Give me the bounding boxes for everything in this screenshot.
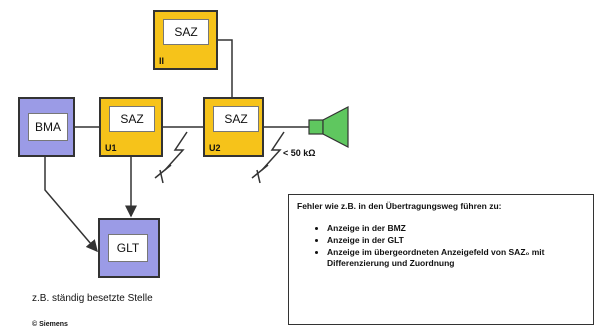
speaker-icon bbox=[308, 106, 349, 148]
fault-item: Anzeige in der GLT bbox=[327, 235, 585, 245]
wire-ii-u2 bbox=[218, 39, 233, 97]
arrow-bma-glt bbox=[44, 157, 98, 253]
fault-item: Anzeige in der BMZ bbox=[327, 223, 585, 233]
saz-ii-box: SAZ II bbox=[153, 10, 218, 70]
glt-label: GLT bbox=[108, 234, 148, 262]
fault-info-list: Anzeige in der BMZ Anzeige in der GLT An… bbox=[297, 223, 585, 268]
fault-lightning-icon bbox=[154, 131, 188, 184]
saz-u2-box: SAZ U2 bbox=[203, 97, 264, 157]
glt-box: GLT bbox=[98, 218, 160, 278]
saz-u1-box: SAZ U1 bbox=[99, 97, 163, 157]
fault-lightning-icon bbox=[251, 131, 285, 184]
saz-ii-label: SAZ bbox=[163, 19, 209, 45]
saz-ii-tag: II bbox=[159, 56, 165, 66]
fault-item: Anzeige im übergeordneten Anzeigefeld vo… bbox=[327, 247, 585, 267]
saz-u2-tag: U2 bbox=[209, 143, 221, 153]
copyright-notice: © Siemens bbox=[32, 321, 68, 328]
saz-u2-label: SAZ bbox=[213, 106, 259, 132]
resistance-label: < 50 kΩ bbox=[283, 148, 316, 158]
saz-u1-label: SAZ bbox=[109, 106, 155, 132]
bma-box: BMA bbox=[18, 97, 75, 157]
fault-info-box: Fehler wie z.B. in den Übertragungsweg f… bbox=[288, 194, 594, 325]
fault-info-title: Fehler wie z.B. in den Übertragungsweg f… bbox=[297, 201, 502, 211]
bma-label: BMA bbox=[28, 113, 68, 141]
standing-station-caption: z.B. ständig besetzte Stelle bbox=[32, 293, 153, 304]
saz-u1-tag: U1 bbox=[105, 143, 117, 153]
